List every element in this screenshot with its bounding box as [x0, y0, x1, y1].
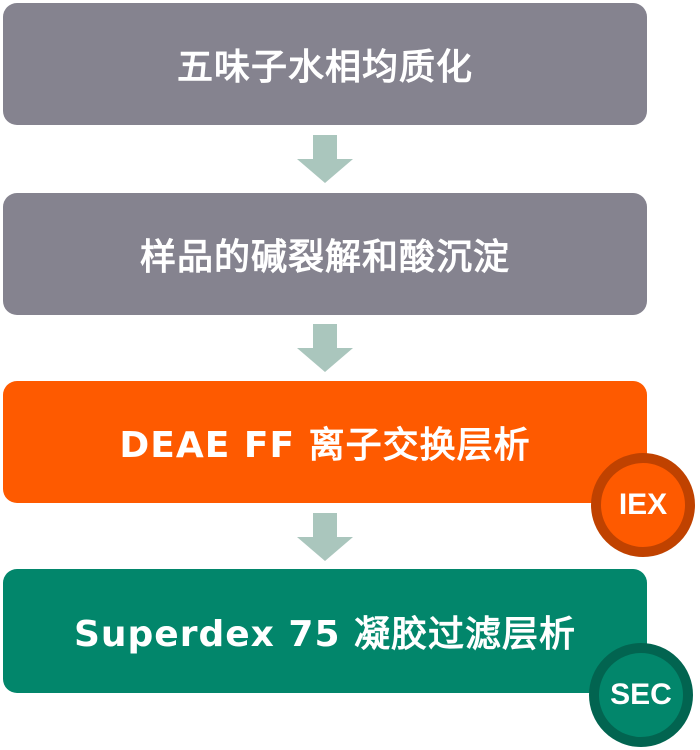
down-arrow-icon	[297, 324, 353, 372]
step-label: 五味子水相均质化	[176, 47, 473, 88]
step-label: 样品的碱裂解和酸沉淀	[139, 237, 510, 278]
sec-badge: SEC	[589, 643, 693, 747]
step-label: DEAE FF 离子交换层析	[119, 425, 531, 466]
step-ion-exchange: DEAE FF 离子交换层析	[3, 381, 647, 503]
down-arrow-icon	[297, 513, 353, 561]
iex-badge: IEX	[591, 453, 695, 557]
step-gel-filtration: Superdex 75 凝胶过滤层析	[3, 569, 647, 693]
step-alkaline-lysis: 样品的碱裂解和酸沉淀	[3, 193, 647, 315]
step-homogenization: 五味子水相均质化	[3, 3, 647, 125]
down-arrow-icon	[297, 135, 353, 183]
badge-label: SEC	[610, 678, 672, 711]
badge-label: IEX	[618, 488, 668, 521]
step-label: Superdex 75 凝胶过滤层析	[73, 614, 577, 655]
